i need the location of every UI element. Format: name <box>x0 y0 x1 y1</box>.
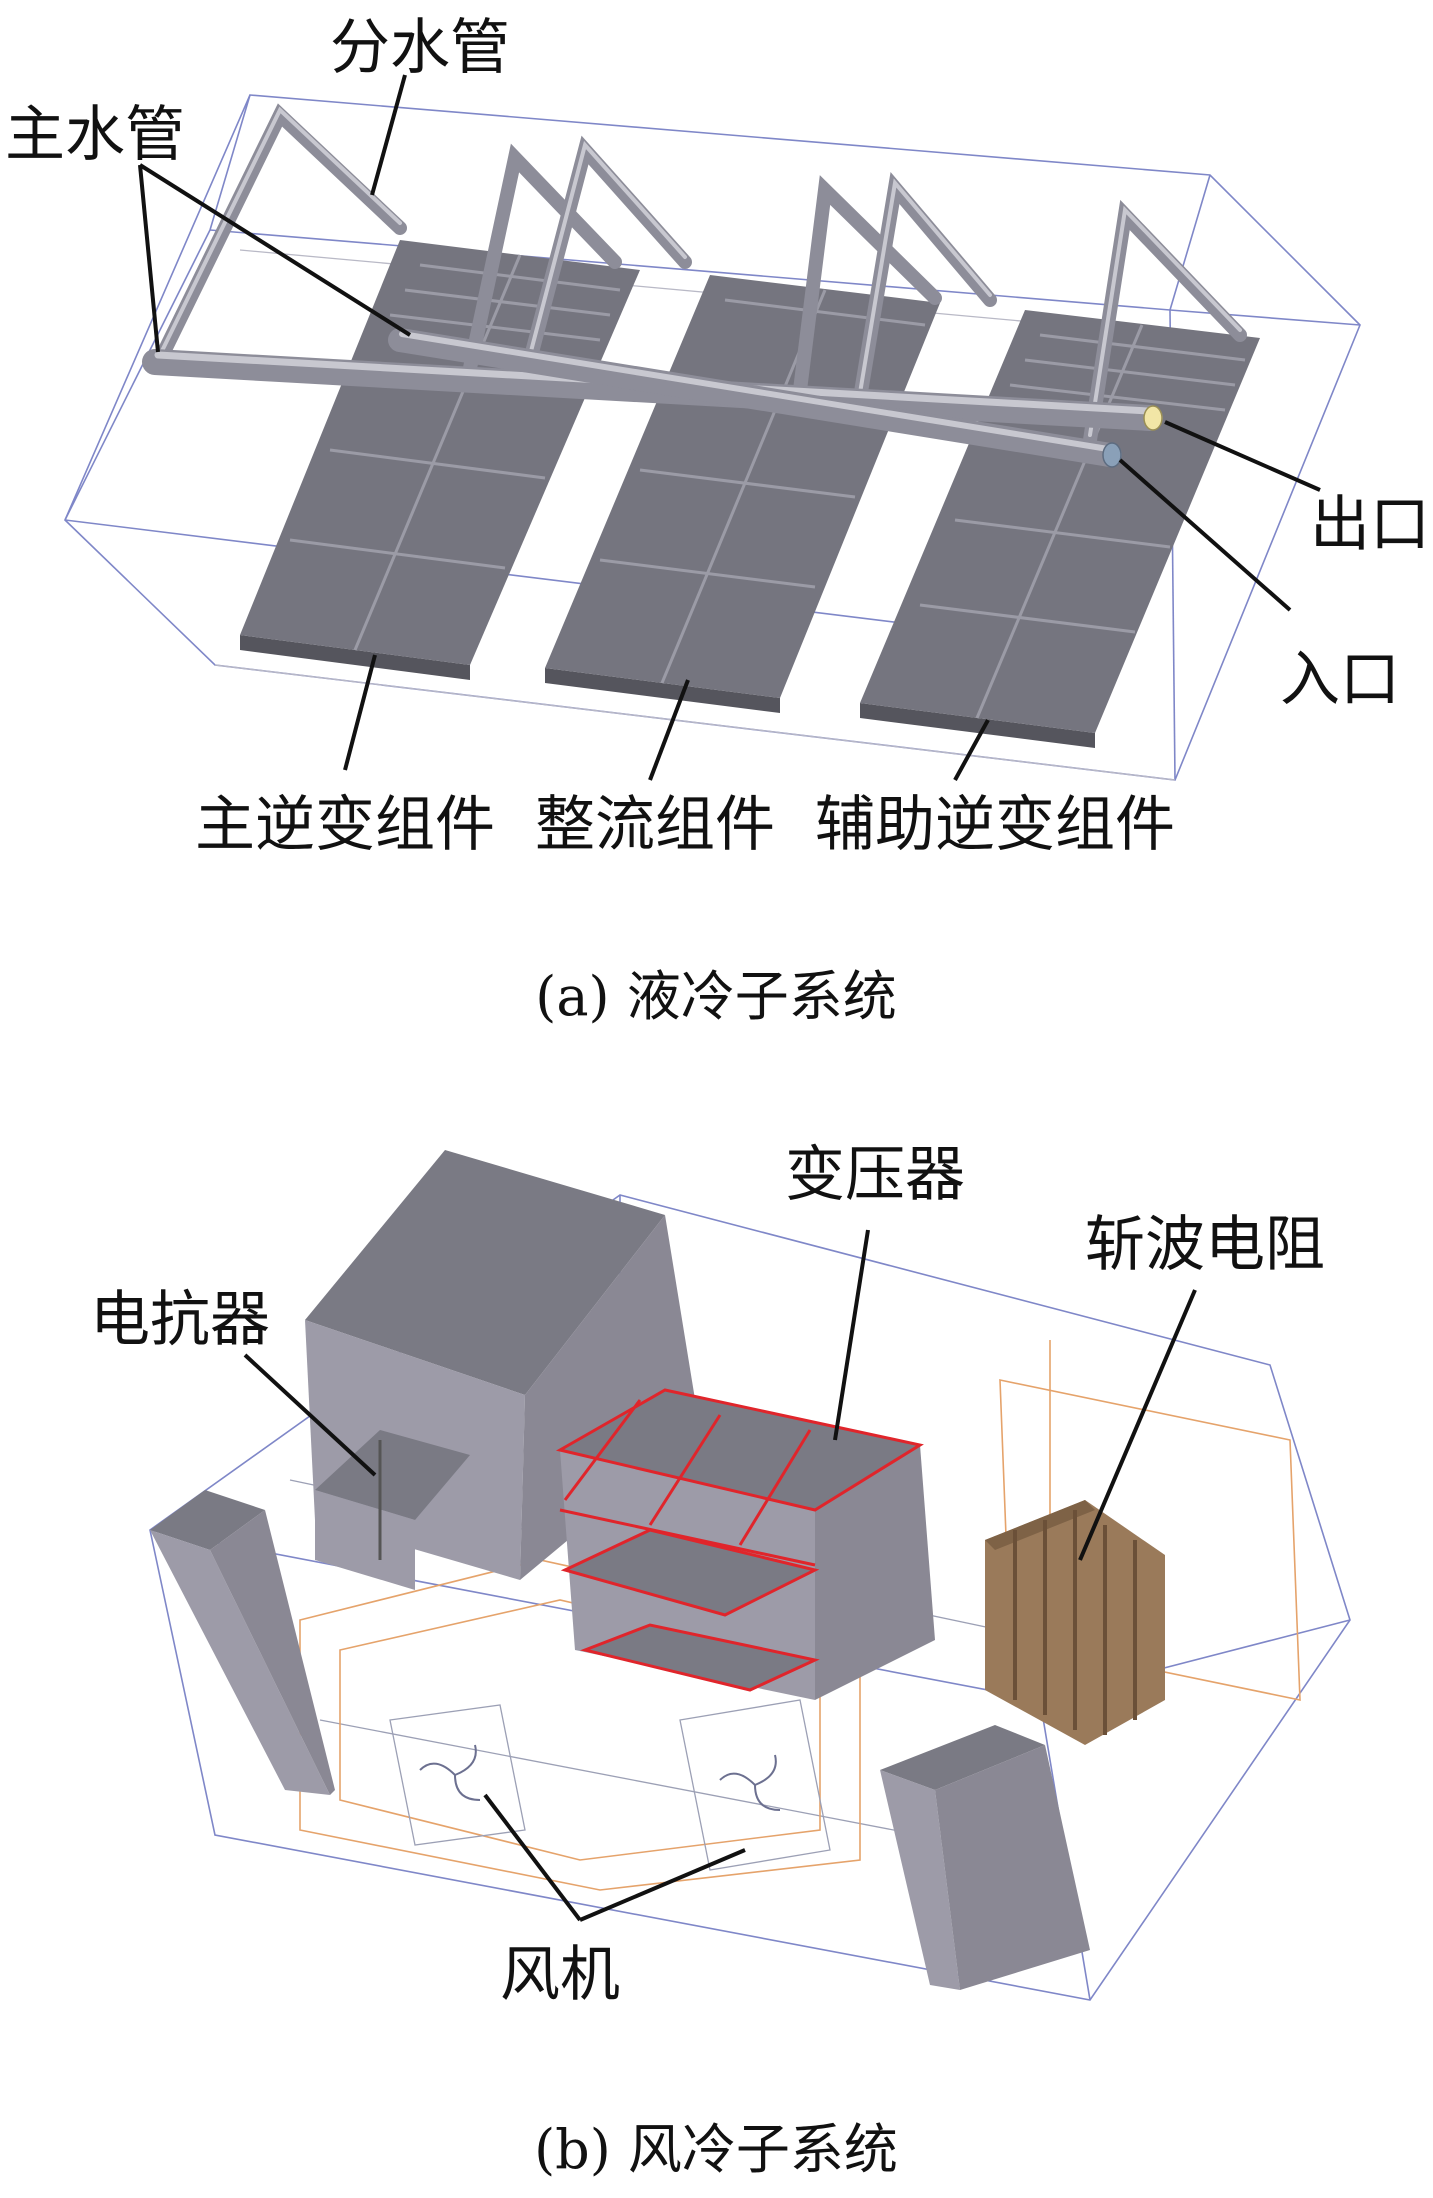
reactor-block <box>305 1150 700 1590</box>
outlet-marker <box>1143 405 1163 431</box>
left-tall-block <box>150 1490 335 1795</box>
leader-lines-b <box>243 1229 1197 1922</box>
label-sub-pipe: 分水管 <box>330 13 510 83</box>
right-tall-block <box>880 1725 1090 1990</box>
label-chopper-resistor: 斩波电阻 <box>1085 1210 1325 1280</box>
panel-b-air-cooling: 电抗器 变压器 斩波电阻 风机 (b) 风冷子系统 <box>90 1140 1351 2181</box>
inlet-marker <box>1102 442 1122 468</box>
branch-pipes <box>153 103 1247 447</box>
chopper-resistor-block <box>985 1500 1165 1745</box>
caption-panel-a: (a) 液冷子系统 <box>535 965 897 1028</box>
panel-a-liquid-cooling: 分水管 主水管 出口 入口 主逆变组件 整流组件 辅助逆变组件 (a) 液冷子系… <box>5 13 1430 1028</box>
label-aux-inverter: 辅助逆变组件 <box>815 790 1175 860</box>
main-pipes <box>142 328 1163 467</box>
label-transformer: 变压器 <box>785 1140 965 1210</box>
label-inlet: 入口 <box>1280 645 1400 715</box>
leader-lines-a <box>138 74 1321 781</box>
label-reactor: 电抗器 <box>90 1285 270 1355</box>
enclosure-wireframe-a <box>64 94 1361 781</box>
fan-left <box>389 1704 526 1846</box>
label-fan: 风机 <box>500 1940 620 2010</box>
label-main-inverter: 主逆变组件 <box>195 790 495 860</box>
fan-right <box>679 1699 831 1871</box>
label-outlet: 出口 <box>1310 490 1430 560</box>
label-rectifier: 整流组件 <box>535 790 775 860</box>
caption-panel-b: (b) 风冷子系统 <box>534 2118 898 2181</box>
label-main-pipe: 主水管 <box>5 100 185 170</box>
transformer-block <box>555 1388 935 1700</box>
